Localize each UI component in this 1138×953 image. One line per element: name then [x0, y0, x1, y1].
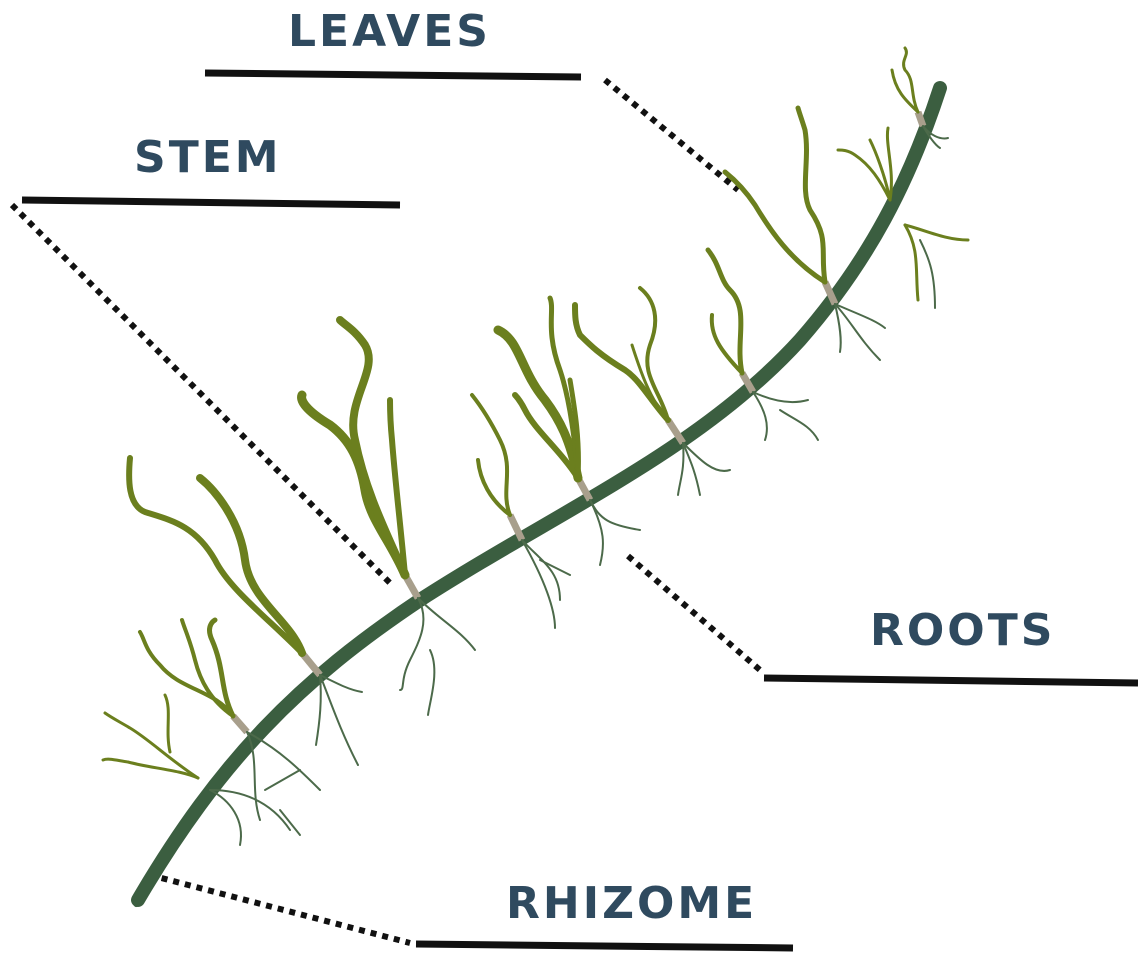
rhizome-tip — [136, 840, 170, 905]
answer-line-roots — [764, 678, 1138, 683]
answer-line-leaves — [205, 73, 581, 77]
rhizome-stem — [138, 88, 940, 900]
leader-rhizome — [150, 875, 410, 943]
label-roots: ROOTS — [870, 605, 1055, 656]
label-stem: STEM — [134, 132, 282, 183]
label-leaves: LEAVES — [288, 6, 491, 57]
leader-roots — [628, 556, 760, 670]
leader-stem — [12, 205, 392, 585]
answer-line-rhizome — [416, 944, 793, 948]
leader-leaves — [605, 80, 738, 190]
answer-line-stem — [22, 200, 400, 205]
label-rhizome: RHIZOME — [506, 878, 757, 929]
